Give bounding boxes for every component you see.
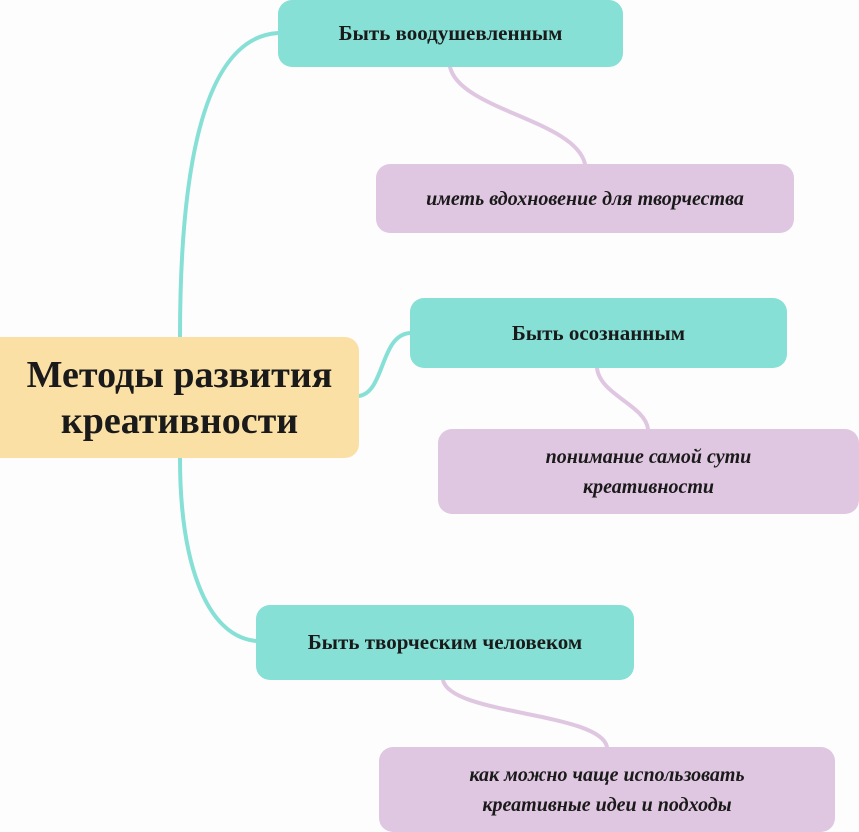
branch-inspired: Быть воодушевленным <box>278 0 623 67</box>
branch-mindful-label: Быть осознанным <box>511 320 686 345</box>
root-topic: Методы развития креативности <box>0 337 359 458</box>
detail-creative-person-text: как можно чаще использовать креативные и… <box>469 763 745 816</box>
detail-mindful-text: понимание самой сути креативности <box>545 445 752 498</box>
branch-creative-person-label: Быть творческим человеком <box>307 630 583 654</box>
detail-inspired-text: иметь вдохновение для творчества <box>426 187 744 210</box>
link-branch-1-to-detail <box>448 65 587 166</box>
link-root-to-branch-2 <box>357 331 412 398</box>
link-root-to-branch-3 <box>178 456 258 643</box>
link-branch-3-to-detail <box>441 678 609 749</box>
link-root-to-branch-1 <box>178 31 280 339</box>
branch-creative-person: Быть творческим человеком <box>256 605 634 680</box>
detail-inspired: иметь вдохновение для творчества <box>376 164 794 233</box>
link-branch-2-to-detail <box>595 366 650 431</box>
root-topic-label: Методы развития креативности <box>26 353 333 442</box>
branch-inspired-label: Быть воодушевленным <box>338 21 563 45</box>
detail-mindful: понимание самой сути креативности <box>438 429 859 514</box>
detail-creative-person: как можно чаще использовать креативные и… <box>379 747 835 832</box>
branch-mindful: Быть осознанным <box>410 298 787 368</box>
